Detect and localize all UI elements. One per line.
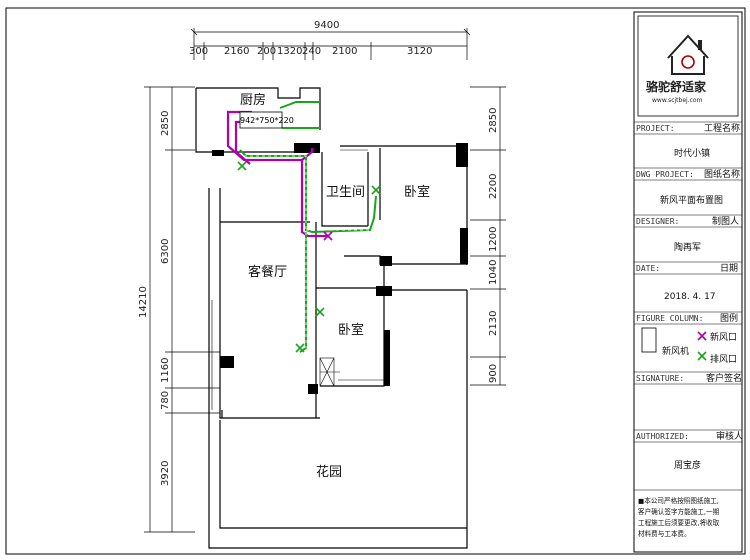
- dim-left-seg: 780: [160, 391, 171, 410]
- project-value: 时代小镇: [674, 147, 710, 159]
- dim-right-seg: 2130: [488, 311, 499, 336]
- supply-duct: [226, 110, 328, 238]
- dim-top-total: 9400: [314, 20, 339, 31]
- legend-supply-label: 新风口: [710, 331, 737, 343]
- dim-right-seg: 1200: [488, 227, 499, 252]
- dim-left-seg: 3920: [160, 461, 171, 486]
- dwg-cn-label: 图纸名称: [704, 168, 740, 180]
- dim-right-seg: 2200: [488, 174, 499, 199]
- legend-unit-label: 新风机: [662, 345, 689, 357]
- duct-centerline: [244, 155, 370, 348]
- dwg-value: 新风平面布置图: [660, 194, 723, 206]
- dim-top-seg: 200: [257, 46, 276, 57]
- logo-text: 骆驼舒适家: [646, 79, 707, 94]
- room-label-bedroom: 卧室: [404, 184, 430, 200]
- dim-right-seg: 2850: [488, 108, 499, 133]
- authorized-cn-label: 审核人: [716, 430, 743, 442]
- note-line: 工程施工后须要更改,将收取: [638, 518, 720, 527]
- drawing-frame: [5, 7, 746, 555]
- authorized-label: AUTHORIZED:: [636, 432, 689, 441]
- dim-right-seg: 1040: [488, 260, 499, 285]
- legend-exhaust-icon: [697, 351, 707, 361]
- room-label-garden: 花园: [316, 464, 342, 480]
- company-logo: 骆驼舒适家 www.scjtbej.com: [637, 15, 739, 117]
- dim-left-seg: 2850: [160, 111, 171, 136]
- project-label: PROJECT:: [636, 124, 675, 133]
- dim-top-seg: 2160: [224, 46, 249, 57]
- designer-label: DESIGNER:: [636, 217, 679, 226]
- supply-vent-markers: [323, 231, 333, 241]
- dim-left-seg: 6300: [160, 239, 171, 264]
- exhaust-duct: [239, 101, 377, 353]
- designer-cn-label: 制图人: [712, 215, 739, 227]
- dim-top-seg: 240: [302, 46, 321, 57]
- date-value: 2018. 4. 17: [664, 292, 716, 302]
- figure-label: FIGURE COLUMN:: [636, 314, 703, 323]
- dim-left-seg: 1160: [160, 358, 171, 383]
- dim-left-total: 14210: [138, 286, 149, 318]
- date-cn-label: 日期: [720, 263, 738, 274]
- dwg-label: DWG PROJECT:: [636, 170, 694, 179]
- legend-exhaust-label: 排风口: [710, 353, 737, 365]
- exhaust-vent-markers: [237, 161, 381, 353]
- signature-cn-label: 客户签名: [706, 372, 742, 384]
- title-block: 骆驼舒适家 www.scjtbej.com PROJECT: 工程名称 时代小镇…: [633, 11, 743, 553]
- room-label-kitchen: 厨房: [240, 92, 266, 108]
- legend-unit-icon: [641, 327, 657, 353]
- left-dimensions: [144, 86, 220, 533]
- note-line: 材料费与工本费。: [638, 529, 691, 538]
- signature-label: SIGNATURE:: [636, 374, 684, 383]
- top-dimensions: [190, 28, 471, 60]
- dim-top-seg: 300: [189, 46, 208, 57]
- dim-top-seg: 2100: [332, 46, 357, 57]
- window-lines: [211, 149, 384, 410]
- fresh-air-unit-label: 942*750*220: [240, 116, 294, 125]
- figure-cn-label: 图例: [720, 312, 738, 324]
- designer-value: 陶再军: [674, 241, 701, 253]
- date-label: DATE:: [636, 264, 660, 273]
- dim-right-seg: 900: [488, 364, 499, 383]
- room-label-bedroom: 卧室: [338, 322, 364, 338]
- legend-supply-icon: [697, 331, 707, 341]
- right-dimensions: [470, 86, 506, 386]
- logo-url: www.scjtbej.com: [652, 97, 703, 104]
- dim-top-seg: 1320: [277, 46, 302, 57]
- wall-columns: [212, 143, 468, 394]
- authorized-value: 周宝彦: [674, 459, 701, 471]
- room-label-bathroom: 卫生间: [326, 185, 365, 200]
- room-label-living: 客餐厅: [248, 264, 287, 280]
- note-line: ■本公司严格按照图纸施工,: [638, 496, 719, 505]
- dim-top-seg: 3120: [407, 46, 432, 57]
- project-cn-label: 工程名称: [704, 122, 740, 134]
- note-line: 客户确认签字方能施工,一期: [638, 507, 720, 516]
- fresh-air-unit: [239, 111, 283, 129]
